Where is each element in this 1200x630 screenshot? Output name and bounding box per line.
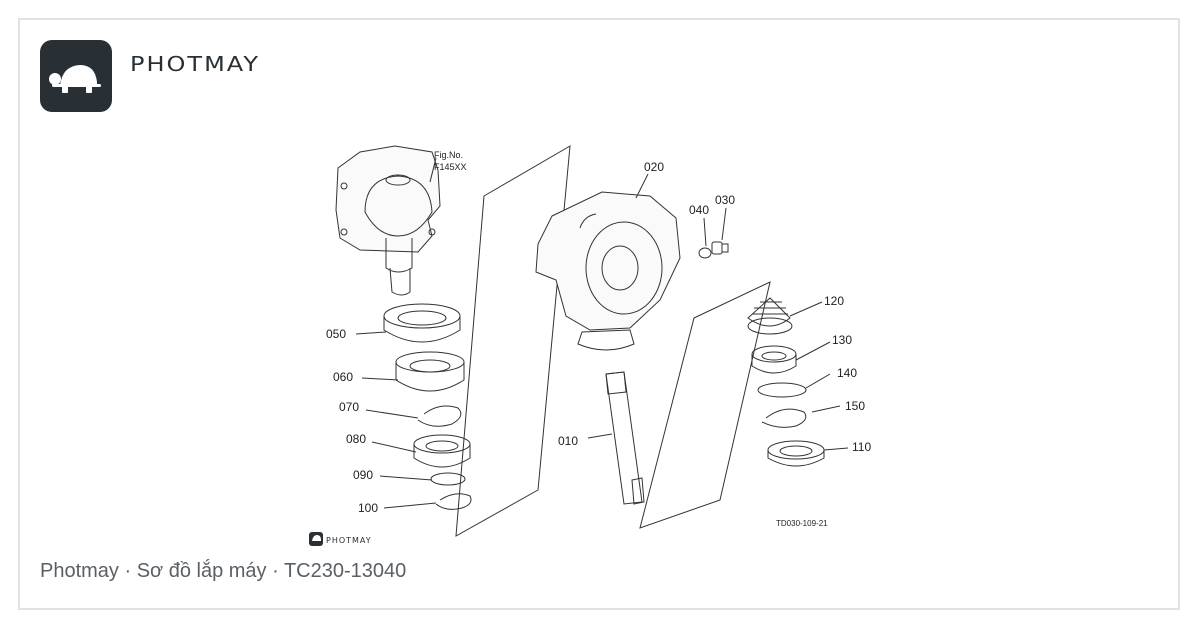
part-label-130: 130 [832,333,852,347]
part-070-drawing [417,405,462,427]
exploded-parts-diagram: Fig.No. F145XX 010 020 030 040 050 060 0… [309,145,871,546]
part-label-020: 020 [644,160,664,174]
part-090-drawing [430,472,466,486]
part-040-drawing [698,247,712,259]
upper-housing-drawing [335,145,441,296]
part-120-drawing [747,297,793,335]
watermark-text: PHOTMAY [326,536,372,545]
part-label-150: 150 [845,399,865,413]
part-label-050: 050 [326,327,346,341]
bracket-outline-lower [639,281,771,529]
brand-logo[interactable] [40,40,112,112]
part-140-drawing [757,382,807,398]
part-label-120: 120 [824,294,844,308]
part-060-drawing [395,351,465,392]
part-130-drawing [751,345,797,374]
fig-number: F145XX [434,162,467,172]
watermark-logo: PHOTMAY [309,532,372,546]
part-label-100: 100 [358,501,378,515]
turtle-icon [49,65,101,93]
part-020-drawing [535,191,681,351]
part-label-010: 010 [558,434,578,448]
part-label-090: 090 [353,468,373,482]
part-label-030: 030 [715,193,735,207]
drawing-code: TD030-109-21 [776,519,828,528]
part-label-080: 080 [346,432,366,446]
part-100-drawing [435,493,472,510]
part-080-drawing [413,434,471,468]
part-label-140: 140 [837,366,857,380]
part-110-drawing [767,440,825,467]
brand-name: PHOTMAY [130,52,260,76]
page-caption: Photmay · Sơ đồ lắp máy · TC230-13040 [40,560,407,582]
fig-label: Fig.No. [434,150,463,160]
part-label-060: 060 [333,370,353,384]
part-label-110: 110 [852,440,871,454]
bracket-outline-upper [455,145,571,537]
part-150-drawing [761,408,807,428]
part-label-040: 040 [689,203,709,217]
part-010-drawing [605,371,645,505]
part-030-drawing [711,241,729,255]
leader-lines [355,173,849,509]
part-050-drawing [383,303,461,343]
part-label-070: 070 [339,400,359,414]
